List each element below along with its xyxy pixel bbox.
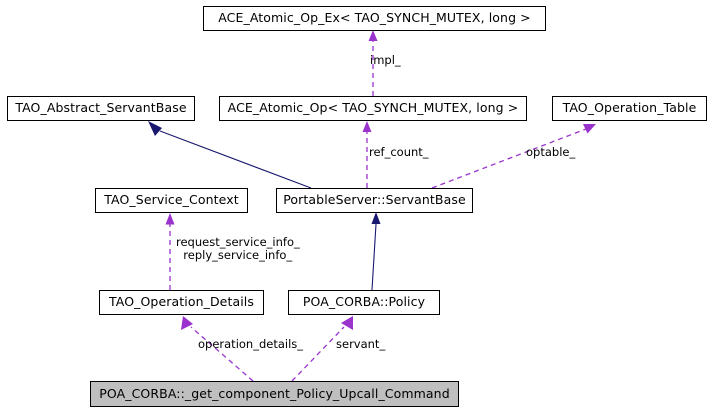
edge-optable-line bbox=[431, 128, 587, 189]
edge-optable-arrowhead bbox=[583, 124, 596, 134]
class-node-label: POA_CORBA::Policy bbox=[302, 294, 426, 310]
edge-label-optable: optable_ bbox=[526, 145, 576, 159]
class-node-tao-operation-details[interactable]: TAO_Operation_Details bbox=[99, 290, 264, 315]
edge-servant-line bbox=[291, 326, 345, 382]
edge-operation-details bbox=[181, 316, 254, 382]
edge-impl-arrowhead bbox=[368, 30, 378, 41]
class-node-label: POA_CORBA::_get_component_Policy_Upcall_… bbox=[99, 385, 450, 401]
edge-operation-details-line bbox=[190, 326, 254, 382]
edge-label-impl: impl_ bbox=[370, 53, 401, 67]
edge-service-info bbox=[165, 213, 175, 290]
class-node-label: TAO_Abstract_ServantBase bbox=[15, 100, 187, 116]
edge-impl bbox=[368, 30, 378, 96]
edge-policy-inherits-arrowhead bbox=[371, 212, 381, 224]
class-node-poa-corba-get-component-policy-upcall-command[interactable]: POA_CORBA::_get_component_Policy_Upcall_… bbox=[90, 381, 459, 407]
edge-servantbase-inherits-arrowhead bbox=[148, 121, 162, 136]
class-node-label: PortableServer::ServantBase bbox=[283, 192, 466, 208]
class-node-label: ACE_Atomic_Op< TAO_SYNCH_MUTEX, long > bbox=[227, 100, 519, 116]
class-node-tao-operation-table[interactable]: TAO_Operation_Table bbox=[552, 96, 707, 121]
edge-servant bbox=[291, 316, 353, 382]
edge-policy-inherits-line bbox=[371, 223, 377, 291]
class-node-tao-service-context[interactable]: TAO_Service_Context bbox=[95, 188, 248, 213]
edge-label-service-info: request_service_info_ reply_service_info… bbox=[176, 235, 300, 262]
edge-servantbase-inherits-abstract bbox=[148, 121, 312, 189]
edge-servantbase-inherits-line bbox=[159, 130, 312, 189]
edge-label-operation-details: operation_details_ bbox=[198, 337, 304, 351]
edge-policy-inherits-servantbase bbox=[371, 212, 381, 291]
edge-label-ref-count: ref_count_ bbox=[369, 145, 429, 159]
class-node-portableserver-servantbase[interactable]: PortableServer::ServantBase bbox=[276, 188, 473, 213]
edge-ref-count-arrowhead bbox=[362, 121, 372, 132]
class-node-poa-corba-policy[interactable]: POA_CORBA::Policy bbox=[288, 290, 440, 315]
edge-servant-arrowhead bbox=[341, 316, 353, 330]
edge-ref-count bbox=[362, 121, 372, 188]
class-node-label: TAO_Operation_Table bbox=[562, 100, 697, 116]
class-node-label: ACE_Atomic_Op_Ex< TAO_SYNCH_MUTEX, long … bbox=[218, 10, 531, 26]
class-node-label: TAO_Service_Context bbox=[104, 192, 239, 208]
class-node-ace-atomic-op-ex[interactable]: ACE_Atomic_Op_Ex< TAO_SYNCH_MUTEX, long … bbox=[203, 6, 546, 31]
edge-operation-details-arrowhead bbox=[181, 316, 193, 330]
edge-optable bbox=[431, 124, 596, 189]
edge-service-info-arrowhead bbox=[165, 213, 175, 225]
class-node-tao-abstract-servantbase[interactable]: TAO_Abstract_ServantBase bbox=[7, 96, 195, 121]
class-node-ace-atomic-op[interactable]: ACE_Atomic_Op< TAO_SYNCH_MUTEX, long > bbox=[219, 96, 527, 121]
class-node-label: TAO_Operation_Details bbox=[109, 294, 254, 310]
edge-label-servant: servant_ bbox=[336, 337, 386, 351]
